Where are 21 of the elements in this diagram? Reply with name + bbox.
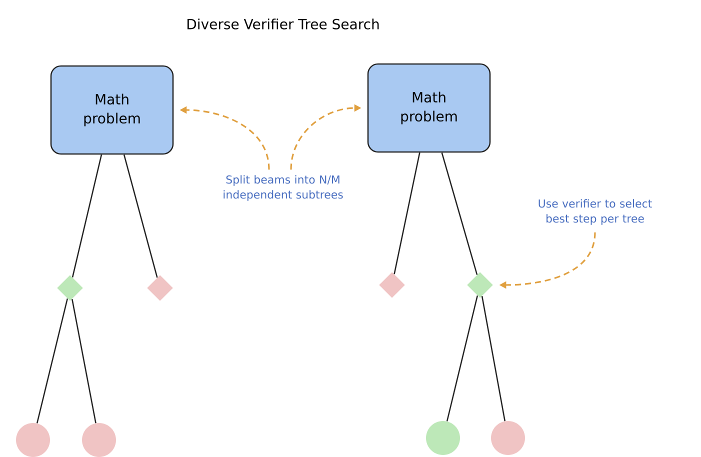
tree-branch — [394, 152, 420, 274]
tree-branch — [71, 298, 96, 424]
tree-branch — [72, 154, 102, 278]
annotation-text: Split beams into N/M independent subtrees — [224, 175, 343, 201]
circle-node — [16, 423, 50, 457]
diamond-node — [57, 275, 83, 301]
diamond-node — [379, 272, 405, 298]
process-box: Math problem — [367, 63, 491, 153]
process-box: Math problem — [50, 65, 174, 155]
tree-branch — [441, 152, 478, 275]
tree-branch — [481, 296, 506, 422]
title: Diverse Verifier Tree Search — [188, 18, 379, 30]
diamond-node — [147, 275, 173, 301]
annotation-text: Use verifier to select best step per tree — [538, 199, 652, 225]
tree-branch — [446, 295, 478, 422]
tree-branch — [123, 154, 158, 278]
circle-node — [82, 423, 116, 457]
tree-branch — [36, 298, 68, 424]
circle-node — [426, 421, 460, 455]
circle-node — [491, 421, 525, 455]
diamond-node — [467, 272, 493, 298]
